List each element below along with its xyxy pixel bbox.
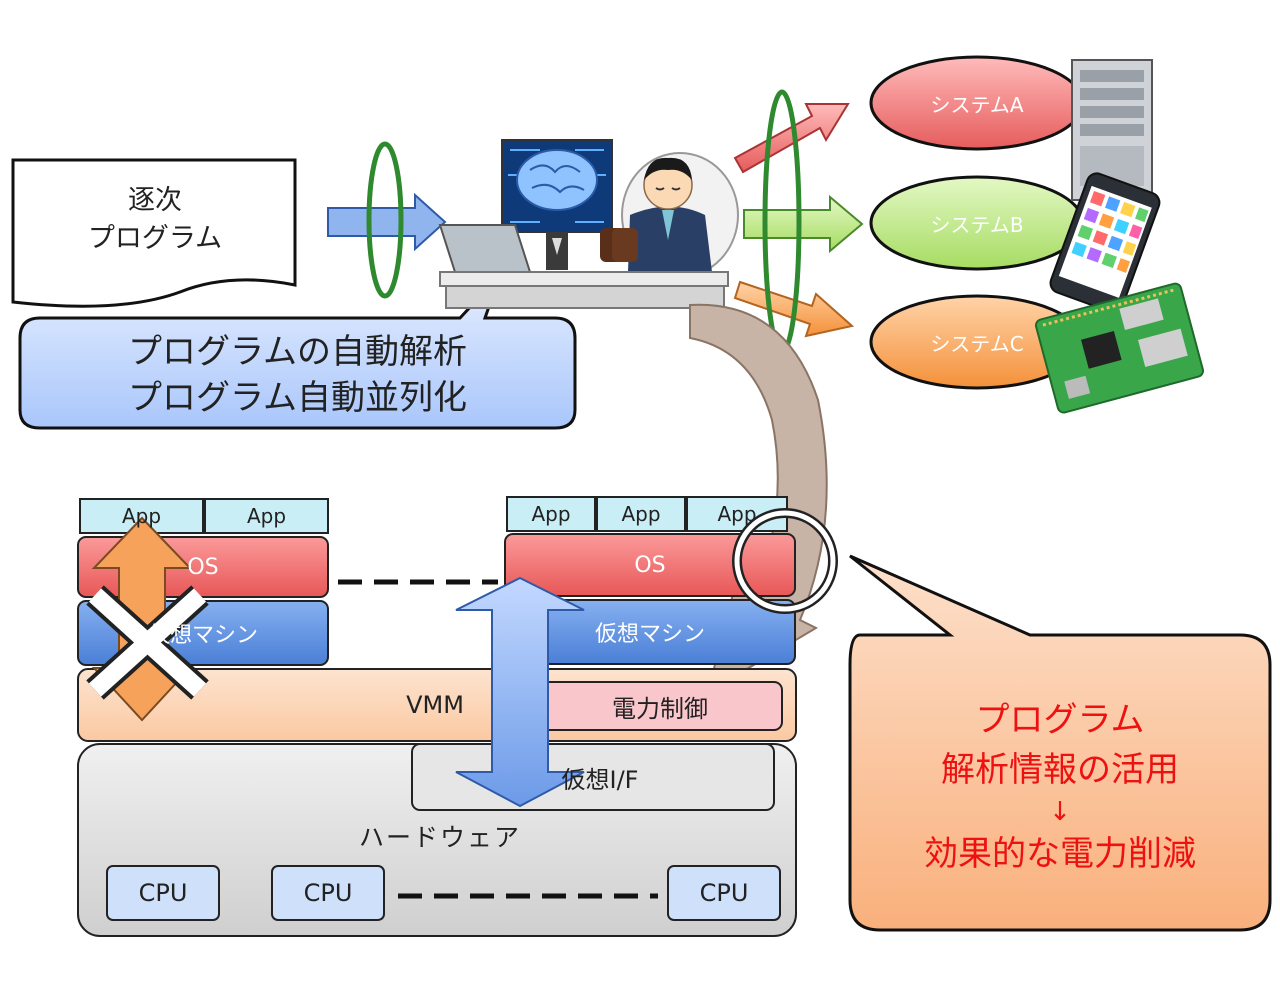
system-b-ellipse <box>869 175 1085 271</box>
magnifier-ring-inner <box>734 510 836 612</box>
result-callout <box>848 554 1272 932</box>
input-arrow <box>327 192 447 252</box>
output-arrow-a <box>733 103 850 174</box>
right-vm-stack <box>504 496 796 665</box>
system-a-ellipse <box>869 55 1085 151</box>
power-control-box <box>539 681 783 731</box>
green-ring-input <box>366 141 404 299</box>
ai-brain-monitor-icon <box>501 139 613 270</box>
analysis-callout <box>18 273 577 430</box>
ai-desk-illustration <box>438 139 739 309</box>
smartphone-icon <box>1049 172 1161 314</box>
analysis-to-power-arrow <box>689 303 828 695</box>
relaxed-worker-icon <box>600 157 712 272</box>
middle-double-arrow <box>455 576 585 808</box>
circuit-board-icon <box>1034 282 1205 414</box>
left-vm-stack <box>77 498 329 666</box>
cpu-box-1 <box>106 865 220 921</box>
cross-mark-icon <box>86 585 209 700</box>
sequential-program-document <box>11 158 297 308</box>
cpu-box-2 <box>271 865 385 921</box>
cpu-box-3 <box>667 865 781 921</box>
output-arrow-b <box>743 194 864 254</box>
